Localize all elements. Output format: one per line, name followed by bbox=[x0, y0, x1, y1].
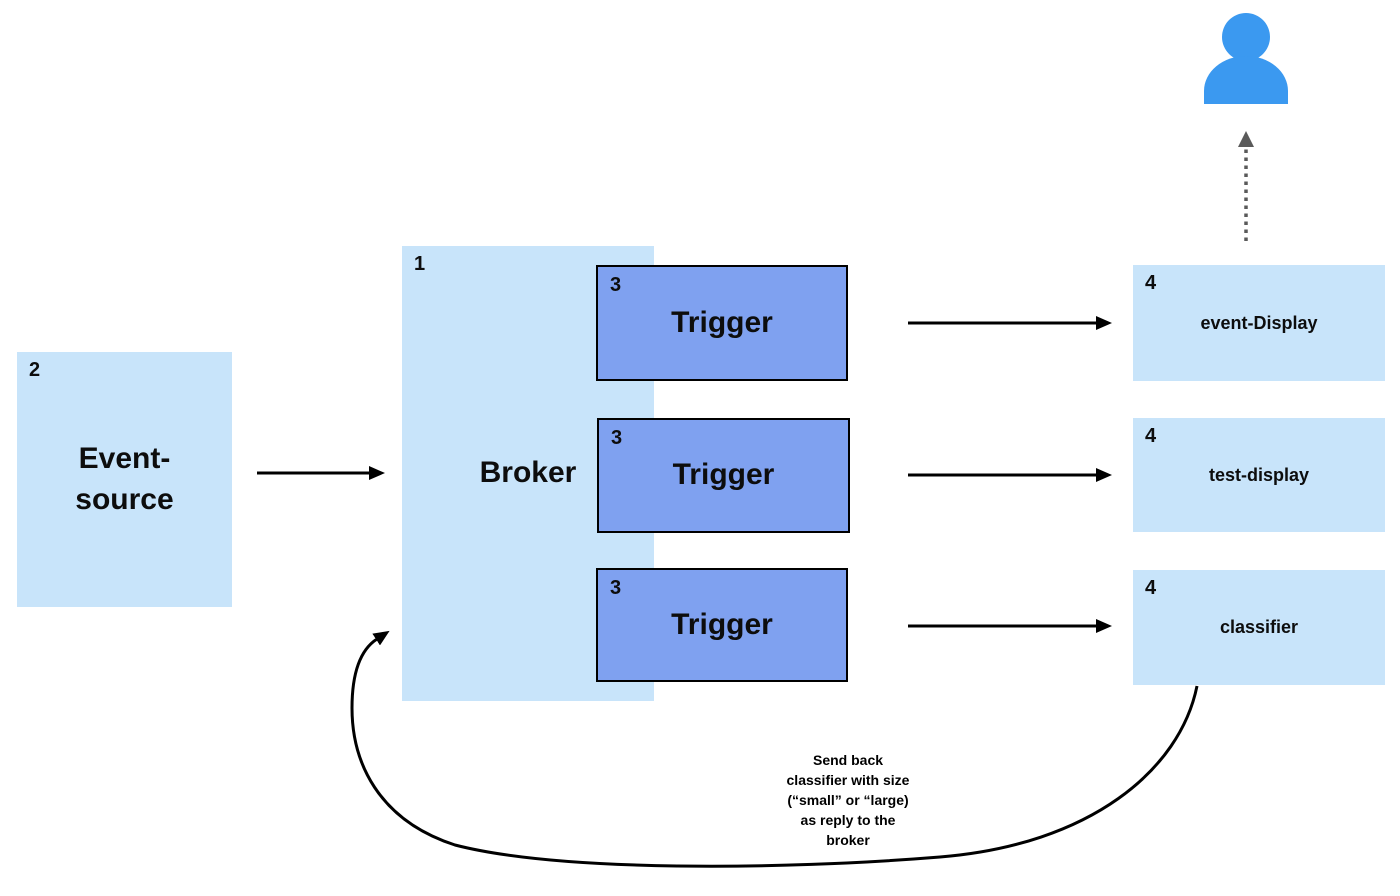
node-number: 1 bbox=[414, 253, 426, 275]
node-number: 3 bbox=[610, 274, 622, 296]
node-test-display: 4 test-display bbox=[1133, 418, 1385, 532]
node-trigger-2: 3 Trigger bbox=[597, 418, 850, 533]
node-label: test-display bbox=[1208, 464, 1310, 485]
node-label: classifier bbox=[1219, 617, 1299, 637]
user-icon bbox=[1204, 13, 1288, 104]
node-label: Trigger bbox=[671, 305, 773, 339]
node-label: event-Display bbox=[1200, 312, 1318, 333]
node-trigger-3: 3 Trigger bbox=[596, 568, 848, 682]
node-event-source: 2 Event- source bbox=[17, 352, 232, 607]
node-number: 2 bbox=[29, 359, 41, 381]
node-event-display: 4 event-Display bbox=[1133, 265, 1385, 381]
node-number: 4 bbox=[1145, 577, 1157, 599]
node-classifier: 4 classifier bbox=[1133, 570, 1385, 685]
node-number: 4 bbox=[1145, 425, 1157, 447]
node-label: Event- source bbox=[75, 442, 174, 516]
node-label: Broker bbox=[479, 456, 577, 490]
reply-annotation: Send back classifier with size (“small” … bbox=[786, 752, 910, 848]
node-label: Trigger bbox=[672, 458, 775, 492]
node-number: 4 bbox=[1145, 272, 1157, 294]
node-label: Trigger bbox=[671, 607, 773, 641]
node-number: 3 bbox=[611, 427, 623, 449]
node-trigger-1: 3 Trigger bbox=[596, 265, 848, 381]
node-number: 3 bbox=[610, 577, 622, 599]
